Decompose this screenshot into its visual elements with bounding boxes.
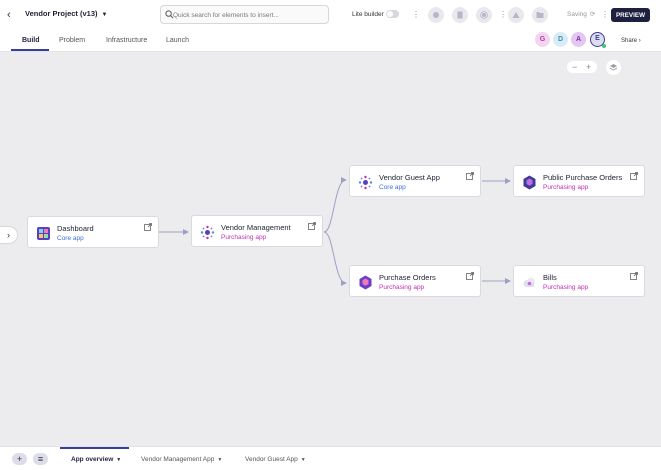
more-icon[interactable]: ⋮: [499, 10, 507, 19]
zoom-control: − +: [567, 61, 597, 73]
node-vendor-management[interactable]: Vendor Management Purchasing app: [191, 215, 323, 247]
chevron-down-icon: ▼: [101, 12, 108, 18]
online-indicator: [602, 44, 606, 48]
node-vendor-guest-app[interactable]: Vendor Guest App Core app: [349, 165, 481, 197]
chevron-down-icon: ▼: [217, 457, 223, 463]
tab-launch[interactable]: Launch: [166, 37, 189, 44]
grid-app-icon: [37, 227, 50, 240]
avatar[interactable]: A: [571, 32, 586, 47]
node-title: Public Purchase Orders: [543, 173, 623, 182]
folder-icon[interactable]: [532, 7, 548, 23]
node-public-purchase-orders[interactable]: Public Purchase Orders Purchasing app: [513, 165, 645, 197]
zoom-out-button[interactable]: −: [572, 62, 578, 72]
search-box[interactable]: [160, 5, 329, 24]
chevron-down-icon: ▼: [300, 457, 306, 463]
saving-label: Saving: [567, 11, 587, 18]
cloud-icon: [523, 277, 535, 287]
share-button[interactable]: Share ›: [621, 38, 641, 44]
preview-button[interactable]: PREVIEW: [611, 8, 650, 22]
tab-build[interactable]: Build: [22, 37, 40, 44]
tab-label: Vendor Management App: [141, 456, 215, 463]
list-icon: ≡: [37, 454, 44, 464]
node-subtitle: Purchasing app: [543, 284, 589, 291]
lite-builder-toggle[interactable]: [386, 10, 399, 18]
node-subtitle: Purchasing app: [379, 284, 425, 291]
tab-label: App overview: [71, 456, 114, 463]
open-external-icon[interactable]: [308, 222, 316, 230]
avatar[interactable]: E: [590, 32, 605, 47]
saving-status: Saving⟳: [567, 10, 595, 18]
node-title: Purchase Orders: [379, 273, 436, 282]
active-tab-indicator: [11, 49, 49, 51]
avatar[interactable]: G: [535, 32, 550, 47]
open-external-icon[interactable]: [630, 272, 638, 280]
deploy-icon[interactable]: [508, 7, 524, 23]
avatar[interactable]: D: [553, 32, 568, 47]
back-arrow-icon[interactable]: ‹: [7, 9, 11, 21]
edge-vendor-management-to-vendor-guest-app: [323, 177, 347, 233]
document-icon[interactable]: [452, 7, 468, 23]
search-icon: [165, 10, 174, 19]
active-tab-indicator: [60, 447, 129, 449]
chevron-right-icon: ›: [7, 230, 10, 240]
node-title: Bills: [543, 273, 557, 282]
layers-button[interactable]: [606, 60, 621, 75]
edge-vendor-management-to-purchase-orders: [323, 231, 347, 286]
node-title: Dashboard: [57, 224, 94, 233]
node-subtitle: Purchasing app: [221, 234, 267, 241]
top-bar: ‹ Vendor Project (v13)▼ Lite builder ⋮ ⋮…: [0, 0, 661, 30]
search-input[interactable]: [173, 8, 323, 22]
layers-icon: [609, 64, 618, 71]
open-external-icon[interactable]: [144, 223, 152, 231]
sync-icon: ⟳: [589, 11, 596, 18]
tab-infrastructure[interactable]: Infrastructure: [106, 37, 148, 44]
add-page-button[interactable]: +: [12, 453, 27, 465]
tab-vendor-guest-app[interactable]: Vendor Guest App▼: [245, 456, 306, 463]
chevron-down-icon: ▼: [116, 457, 122, 463]
node-title: Vendor Management: [221, 223, 291, 232]
tab-bar: Build Problem Infrastructure Launch G D …: [0, 30, 661, 52]
node-subtitle: Core app: [379, 184, 406, 191]
hexagon-icon: [359, 275, 372, 290]
open-external-icon[interactable]: [466, 272, 474, 280]
tab-label: Vendor Guest App: [245, 456, 298, 463]
more-icon[interactable]: ⋮: [412, 10, 420, 19]
tab-vendor-management-app[interactable]: Vendor Management App▼: [141, 456, 222, 463]
settings-icon[interactable]: [428, 7, 444, 23]
lite-builder-label: Lite builder: [352, 11, 384, 18]
bottom-bar: + ≡ App overview▼ Vendor Management App▼…: [0, 446, 661, 470]
expand-sidebar-button[interactable]: ›: [0, 226, 18, 244]
node-title: Vendor Guest App: [379, 173, 440, 182]
project-title: Vendor Project (v13): [25, 9, 98, 18]
node-subtitle: Core app: [57, 235, 84, 242]
project-selector[interactable]: Vendor Project (v13)▼: [25, 9, 107, 18]
open-external-icon[interactable]: [630, 172, 638, 180]
hexagon-icon: [523, 175, 536, 190]
open-external-icon[interactable]: [466, 172, 474, 180]
network-icon: [200, 225, 215, 240]
tab-problem[interactable]: Problem: [59, 37, 86, 44]
network-icon: [358, 175, 373, 190]
tab-app-overview[interactable]: App overview▼: [71, 456, 121, 463]
node-bills[interactable]: Bills Purchasing app: [513, 265, 645, 297]
node-dashboard[interactable]: Dashboard Core app: [27, 216, 159, 248]
zoom-in-button[interactable]: +: [586, 62, 592, 72]
share-label: Share: [621, 38, 638, 44]
more-icon[interactable]: ⋮: [601, 10, 609, 19]
node-purchase-orders[interactable]: Purchase Orders Purchasing app: [349, 265, 481, 297]
sparkle-icon[interactable]: [476, 7, 492, 23]
plus-icon: +: [16, 454, 23, 464]
page-list-button[interactable]: ≡: [33, 453, 48, 465]
chevron-right-icon: ›: [638, 38, 641, 44]
node-subtitle: Purchasing app: [543, 184, 589, 191]
